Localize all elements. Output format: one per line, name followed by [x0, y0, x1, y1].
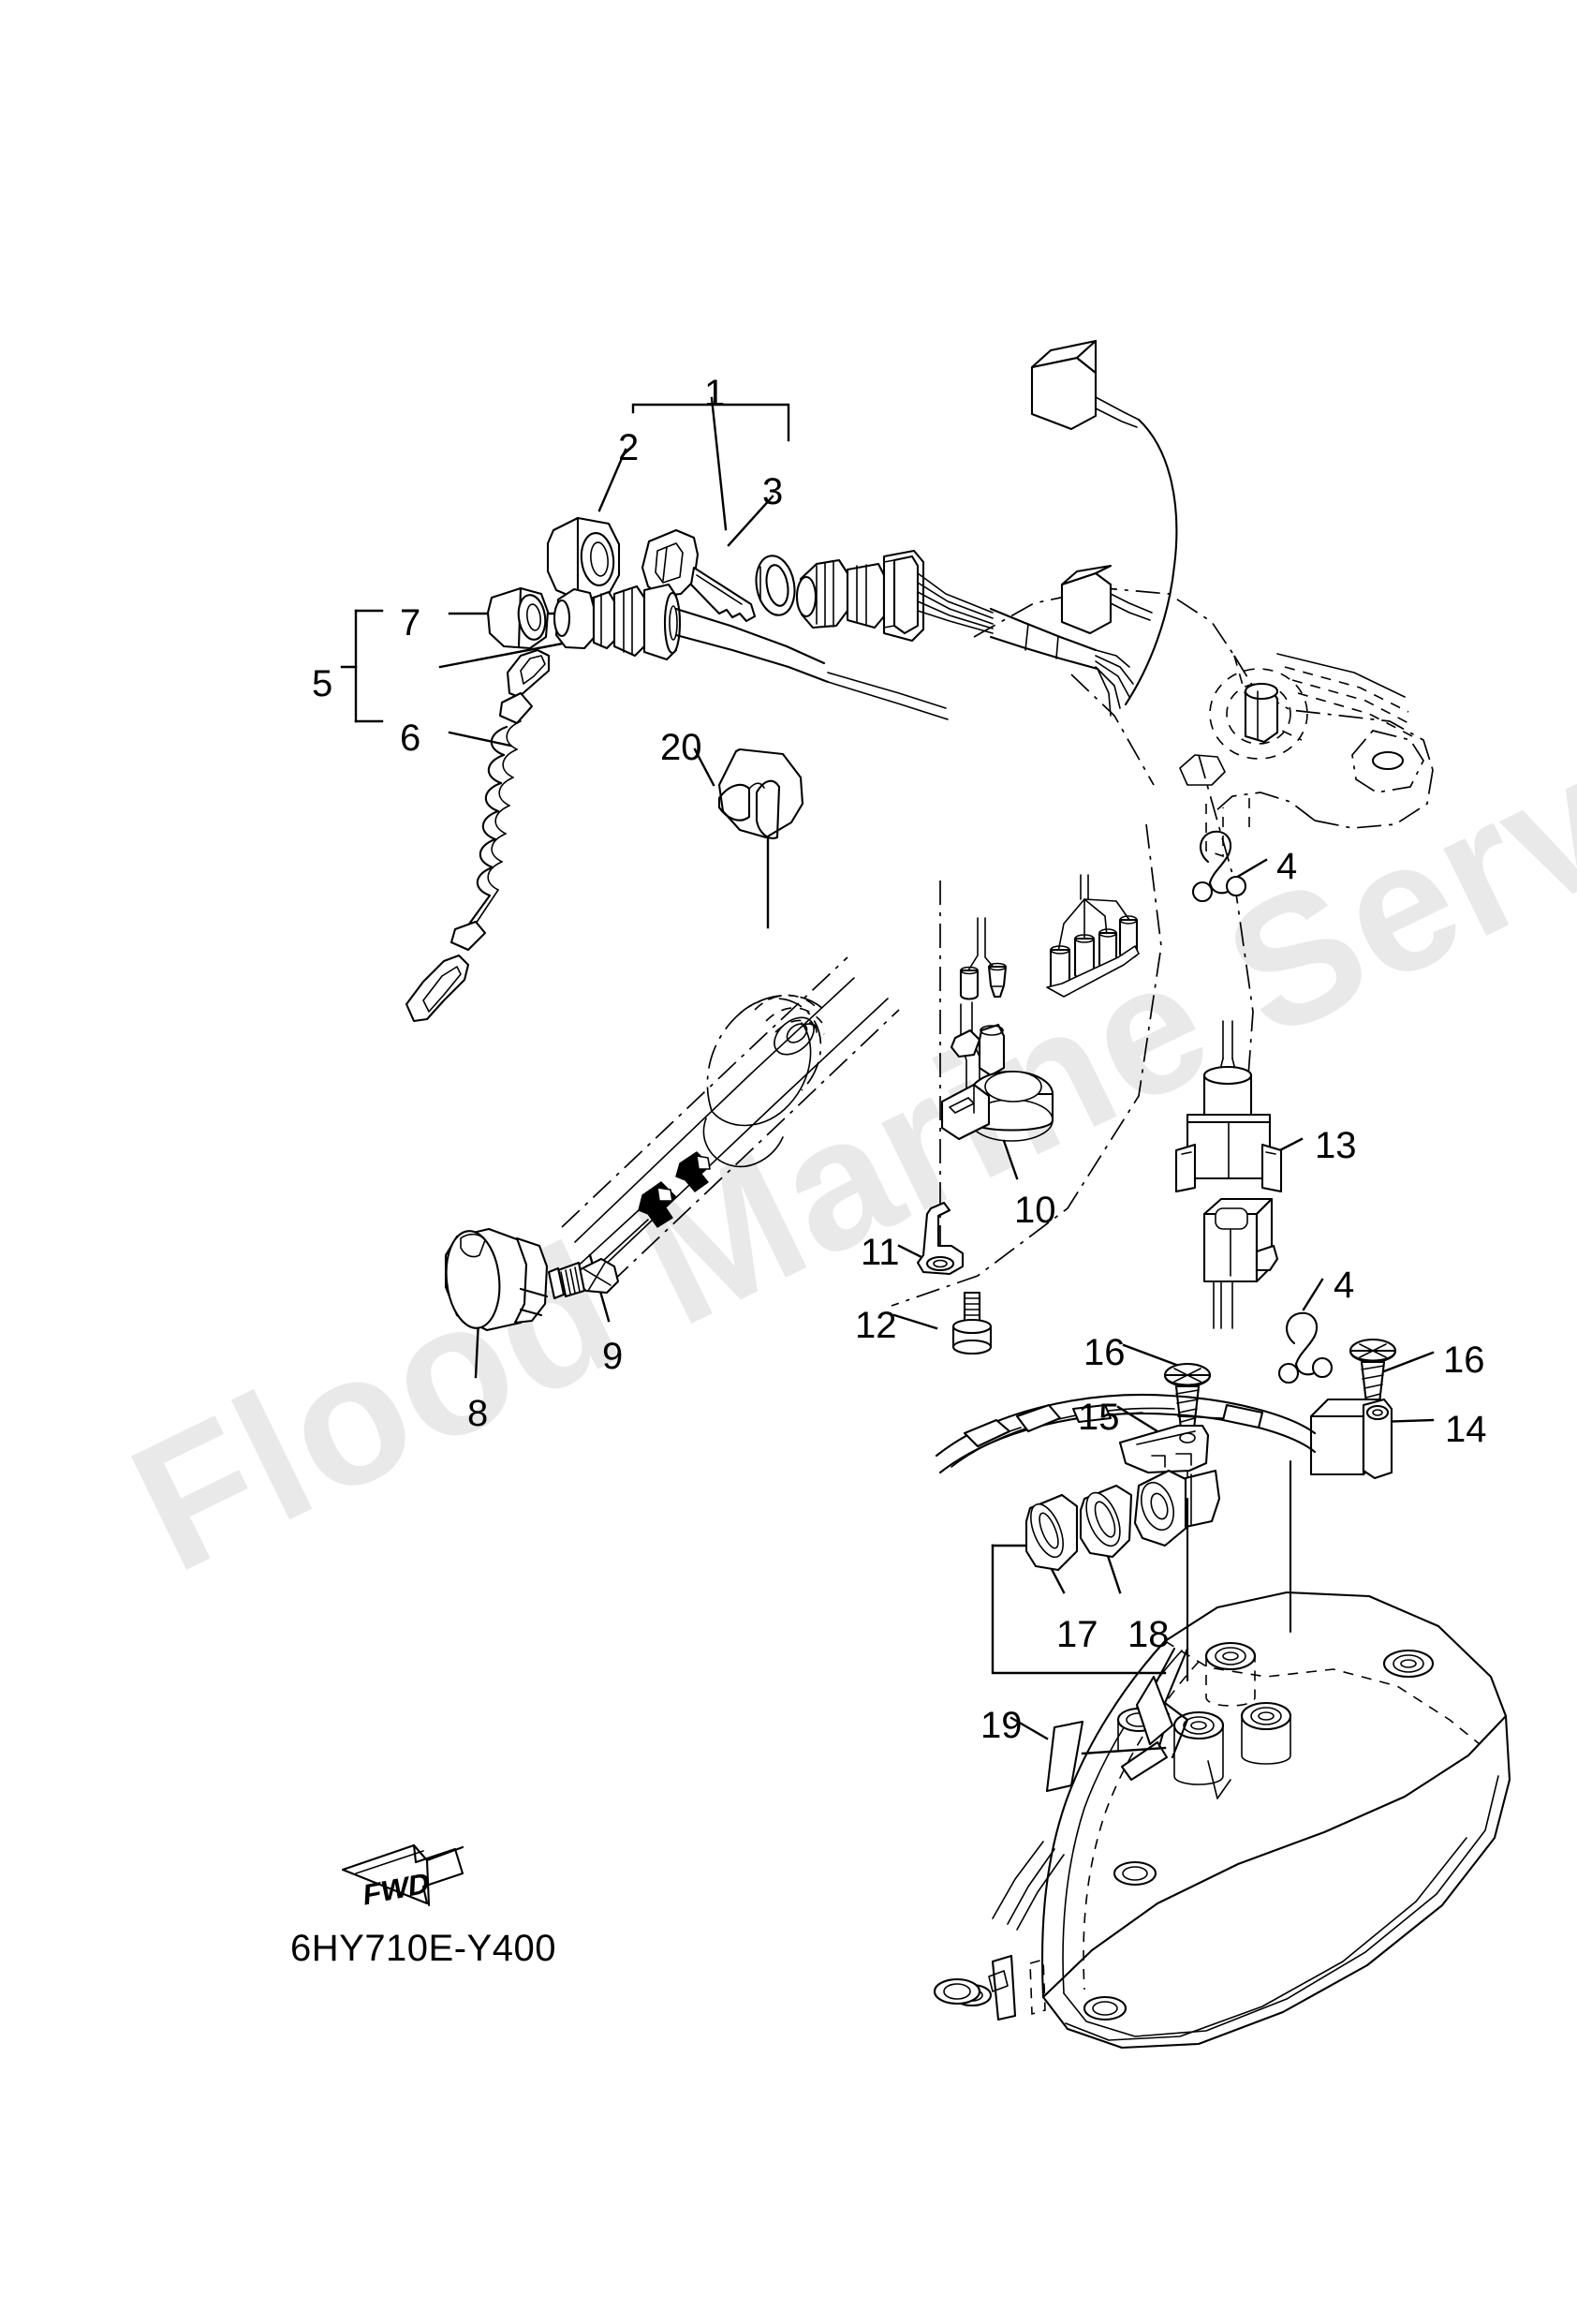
part-group-wire-cover [693, 748, 804, 929]
tiller-handle-phantom [561, 956, 900, 1284]
coupler-part13 [1174, 1020, 1283, 1193]
bullet-connector-cluster [1046, 874, 1140, 998]
callout-2[interactable]: 2 [618, 427, 640, 468]
bullet-connector-pair-a [959, 917, 1008, 1000]
grommet-part18 [1079, 1484, 1133, 1559]
part-group-ground-bracket [892, 1201, 993, 1355]
top-relay-box [1030, 339, 1178, 706]
relay-unit-part14 [1309, 1398, 1393, 1480]
callout-9[interactable]: 9 [602, 1336, 624, 1377]
mount-boss-2 [1240, 1701, 1292, 1765]
key-part1 [641, 528, 757, 623]
switch-cap-part2 [546, 516, 621, 602]
part-group-grommets [991, 1469, 1221, 1675]
callout-3[interactable]: 3 [762, 471, 784, 512]
bracket-connector [1060, 564, 1153, 635]
part-group-relay-clamp [935, 1338, 1435, 1500]
callout-11[interactable]: 11 [861, 1232, 900, 1273]
mount-boss-4 [1172, 1710, 1225, 1785]
mount-boss-1 [1204, 1641, 1257, 1707]
wire-cover-part20 [717, 748, 804, 839]
ground-bracket-part11 [916, 1201, 965, 1276]
harness-clamp-part15 [1118, 1424, 1210, 1474]
mount-boss-6 [1113, 1860, 1157, 1887]
washer-ring-part3 [755, 555, 796, 616]
lower-mount-bracket [933, 1459, 1511, 2050]
callout-16-right[interactable]: 16 [1443, 1340, 1485, 1381]
stop-switch-body [553, 583, 949, 720]
callout-16-left[interactable]: 16 [1083, 1332, 1126, 1373]
callout-8[interactable]: 8 [467, 1393, 489, 1434]
part-group-boot-screw [444, 1227, 620, 1379]
callout-12[interactable]: 12 [855, 1305, 897, 1346]
callout-7[interactable]: 7 [400, 602, 421, 644]
engine-bracket-phantom [973, 339, 1434, 858]
part-group-stop-switch [340, 583, 949, 1023]
callout-20[interactable]: 20 [660, 727, 702, 768]
lanyard-cord-part6 [405, 648, 551, 1023]
callout-1[interactable]: 1 [704, 373, 726, 414]
callout-13[interactable]: 13 [1315, 1125, 1357, 1166]
callout-15[interactable]: 15 [1078, 1397, 1120, 1438]
callout-5[interactable]: 5 [312, 663, 333, 704]
grommet-connector [1133, 1469, 1221, 1547]
rubber-boot-part8 [444, 1227, 549, 1332]
mount-boss-7 [1083, 1995, 1127, 2021]
part-group-seal-plate [1010, 1716, 1167, 1793]
callout-6[interactable]: 6 [400, 718, 421, 759]
callout-10[interactable]: 10 [1014, 1190, 1056, 1231]
seal-plate-part19 [1045, 1720, 1084, 1793]
lanyard-cap-part7 [486, 586, 550, 650]
screw-part9 [547, 1257, 620, 1300]
callout-17[interactable]: 17 [1056, 1614, 1098, 1655]
part-group-coupler [1174, 1020, 1304, 1329]
trim-sender-part10 [940, 1001, 1054, 1142]
main-switch-body [795, 549, 1134, 717]
lower-mount-pad-left [933, 1970, 1009, 2006]
callout-4-upper[interactable]: 4 [1276, 846, 1298, 887]
callout-18[interactable]: 18 [1127, 1614, 1170, 1655]
clamp-band-part4-lower [1277, 1311, 1334, 1384]
diagram-code-label: 6HY710E-Y400 [290, 1928, 556, 1969]
part-group-trim-sender [940, 1001, 1054, 1180]
callout-19[interactable]: 19 [980, 1705, 1023, 1746]
callout-14[interactable]: 14 [1445, 1409, 1487, 1450]
fwd-arrow-marker [341, 1843, 464, 1907]
callout-4-lower[interactable]: 4 [1334, 1265, 1355, 1306]
clamp-band-part4-upper [1191, 830, 1247, 903]
grommet-part17 [1024, 1493, 1079, 1572]
part-group-clamp-bands [1191, 830, 1334, 1384]
bolt-part12 [951, 1291, 993, 1355]
part-group-main-switch [546, 396, 1134, 717]
coupler-lower-body [1202, 1197, 1279, 1329]
wire-harness-mid [891, 674, 1254, 1307]
mount-boss-3 [1382, 1649, 1435, 1679]
